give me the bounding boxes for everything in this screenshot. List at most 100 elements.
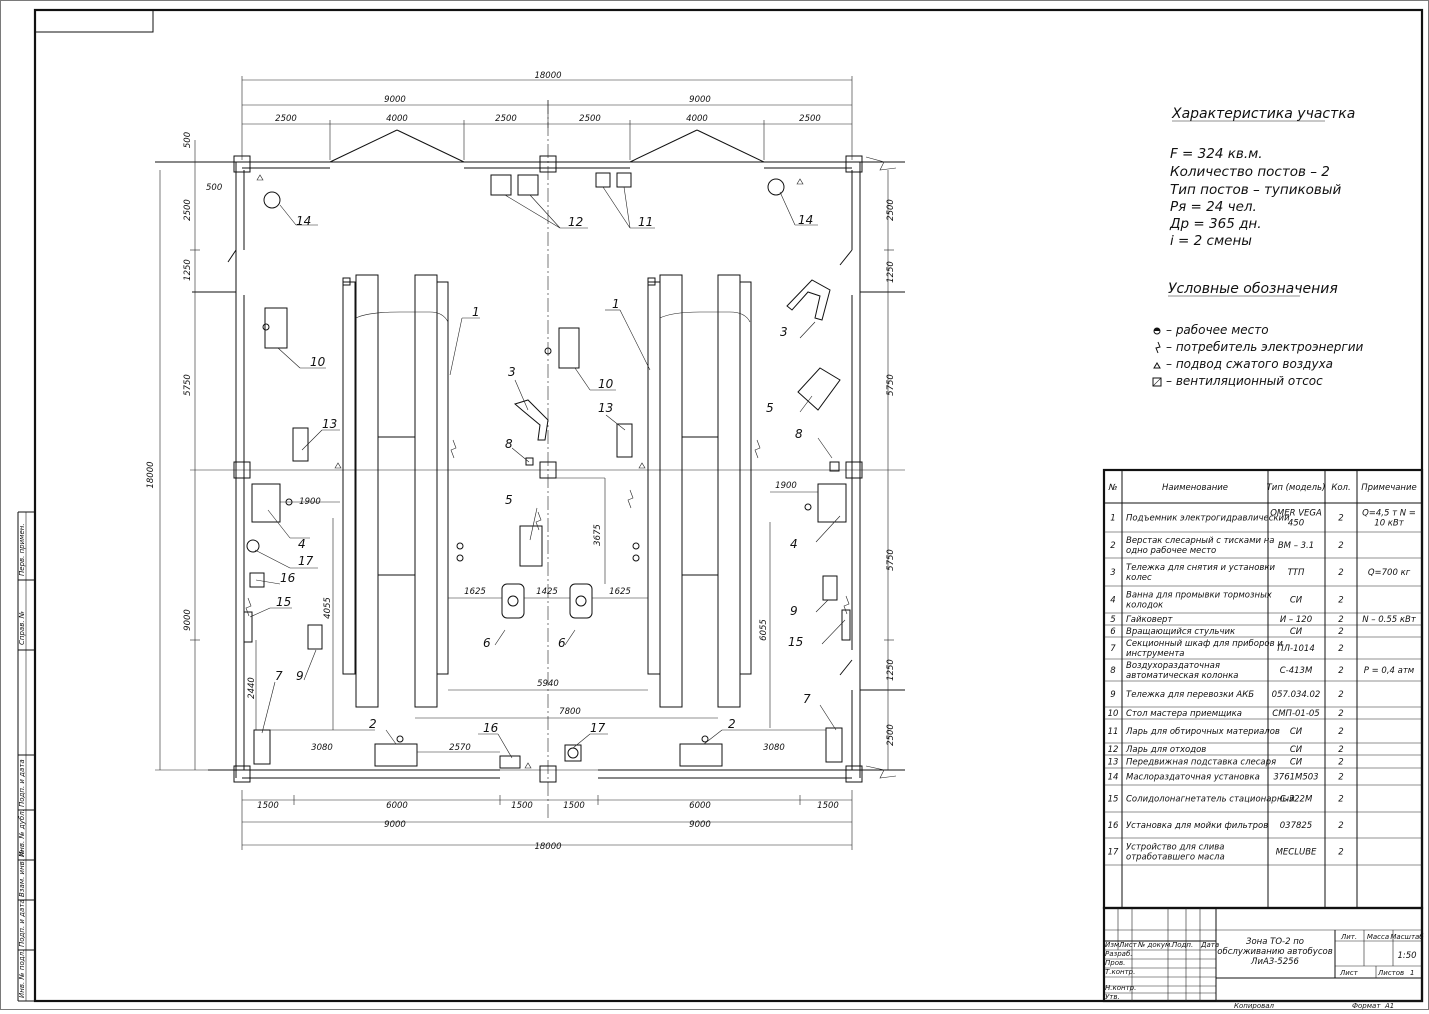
tb-col-sign: Подп. <box>1172 941 1193 949</box>
table-cell-model: СМП-01-05 <box>1272 709 1319 719</box>
side-stamp-6: Справ. № <box>18 611 26 645</box>
dim-top-seg-5: 4000 <box>686 114 708 124</box>
callout-cart-right: 3 <box>780 325 788 339</box>
table-cell-qty: 2 <box>1338 709 1343 719</box>
table-header-name: Наименование <box>1162 483 1228 493</box>
table-cell-qty: 2 <box>1338 514 1343 524</box>
dim-rails: 7800 <box>559 707 581 717</box>
table-cell-model: СИ <box>1290 596 1303 606</box>
char-line-1: F = 324 кв.м. <box>1170 146 1263 162</box>
lift-right <box>647 274 752 708</box>
callout-bath-left: 4 <box>298 537 306 551</box>
dim-bench-left: 3080 <box>311 743 333 753</box>
table-cell-qty: 2 <box>1338 644 1343 654</box>
callout-grease-left: 15 <box>276 595 291 609</box>
side-stamp-7: Перв. примен. <box>18 523 26 576</box>
callout-wrench-center: 5 <box>505 493 513 507</box>
tb-role-approve: Утв. <box>1105 993 1120 1001</box>
lift-left <box>342 274 449 708</box>
power-consumer-icon <box>1155 341 1161 354</box>
side-stamp-5: Подп. и дата <box>18 759 26 807</box>
dim-left-seg-4: 5750 <box>183 374 193 396</box>
dim-wash-left: 1900 <box>299 497 321 507</box>
side-dimension-labels: 18000 9000 500 2500 1250 5750 2500 1250 … <box>146 132 896 746</box>
callout-cabinet-right: 7 <box>803 692 811 706</box>
callout-bench-right: 2 <box>728 717 736 731</box>
table-cell-name: Солидолонагнетатель стационарный <box>1126 795 1295 805</box>
side-stamp-2: Подп. и дата <box>18 899 26 947</box>
table-cell-model: ВМ – 3.1 <box>1278 541 1314 551</box>
dim-door: 500 <box>206 183 222 193</box>
table-cell-model: ТТП <box>1288 568 1305 578</box>
callout-drain-left: 17 <box>298 554 314 568</box>
table-cell-qty: 2 <box>1338 541 1343 551</box>
callout-wrench-right: 5 <box>766 401 774 415</box>
dim-vertical-right: 6055 <box>759 619 769 641</box>
table-cell-name: Гайковерт <box>1126 615 1173 625</box>
dim-bottom-seg-3: 1500 <box>511 801 533 811</box>
char-line-6: i = 2 смены <box>1170 233 1252 249</box>
tb-sheets-label: Листов <box>1377 969 1404 977</box>
char-line-2: Количество постов – 2 <box>1170 164 1330 180</box>
callout-cart-center: 3 <box>508 365 516 379</box>
dim-stool-left: 1625 <box>464 587 486 597</box>
legend-label-2: – потребитель электроэнергии <box>1166 340 1363 354</box>
tb-role-tcontrol: Т.контр. <box>1105 968 1135 976</box>
table-cell-number: 7 <box>1110 644 1116 654</box>
dim-bottom-seg-2: 6000 <box>386 801 408 811</box>
table-header-note: Примечание <box>1361 483 1417 493</box>
table-cell-model: СИ <box>1290 758 1303 768</box>
table-cell-qty: 2 <box>1338 568 1343 578</box>
air-supply-icon <box>1153 362 1161 369</box>
tb-role-ncontrol: Н.контр. <box>1105 984 1136 992</box>
table-cell-note: P = 0,4 атм <box>1364 666 1415 676</box>
dim-top-seg-6: 2500 <box>799 114 821 124</box>
dim-bench-right: 3080 <box>763 743 785 753</box>
table-cell-model: 3761М503 <box>1273 773 1318 783</box>
table-cell-note: Q=4,5 т N =10 кВт <box>1362 509 1416 529</box>
callout-stand-center: 13 <box>598 401 613 415</box>
dim-top-seg-1: 2500 <box>275 114 297 124</box>
callout-bath-right: 4 <box>790 537 798 551</box>
table-cell-model: СИ <box>1290 745 1303 755</box>
characteristics-block: Характеристика участка F = 324 кв.м. Кол… <box>1169 106 1355 249</box>
callout-numbers: 1 1 2 2 3 3 4 4 5 5 6 6 7 7 8 8 9 9 10 1… <box>275 213 813 735</box>
char-line-3: Тип постов – тупиковый <box>1170 182 1342 198</box>
dim-right-seg-2: 1250 <box>886 261 896 283</box>
callout-desk-center: 10 <box>598 377 614 391</box>
callout-oil-right: 14 <box>798 213 813 227</box>
table-cell-model: СИ <box>1290 627 1303 637</box>
table-cell-name: Вращающийся стульчик <box>1126 627 1236 637</box>
table-cell-model: 057.034.02 <box>1272 690 1321 700</box>
callout-stool-left: 6 <box>483 636 491 650</box>
tb-stage-label: Лит. <box>1340 933 1357 941</box>
table-cell-number: 5 <box>1110 615 1115 625</box>
table-cell-number: 1 <box>1110 514 1115 524</box>
dim-vertical-low: 2440 <box>247 677 257 699</box>
table-cell-qty: 2 <box>1338 848 1343 858</box>
table-cell-model: 037825 <box>1280 821 1312 831</box>
air-supply-marks <box>256 174 804 769</box>
table-cell-name: Ларь для отходов <box>1125 745 1206 755</box>
callout-battery-left: 9 <box>296 669 304 683</box>
table-cell-model: С-413М <box>1280 666 1313 676</box>
callout-bin-waste: 12 <box>568 215 583 229</box>
table-cell-model: MECLUBE <box>1276 848 1317 858</box>
table-cell-qty: 2 <box>1338 615 1343 625</box>
dim-right-seg-5: 1250 <box>886 659 896 681</box>
dim-top-seg-2: 4000 <box>386 114 408 124</box>
dim-bottom-seg-6: 1500 <box>817 801 839 811</box>
title-block: Изм. Лист № докум. Подп. Дата Разраб. Пр… <box>1102 906 1424 1010</box>
dim-right-seg-6: 2500 <box>886 724 896 746</box>
char-line-4: Pя = 24 чел. <box>1170 199 1257 215</box>
table-cell-number: 11 <box>1108 727 1119 737</box>
plan-symbols <box>245 174 850 769</box>
callout-bin-rags: 11 <box>638 215 653 229</box>
dim-bottom-half-left: 9000 <box>384 820 406 830</box>
table-cell-note: Q=700 кг <box>1368 568 1411 578</box>
table-cell-name: Маслораздаточная установка <box>1126 773 1260 783</box>
